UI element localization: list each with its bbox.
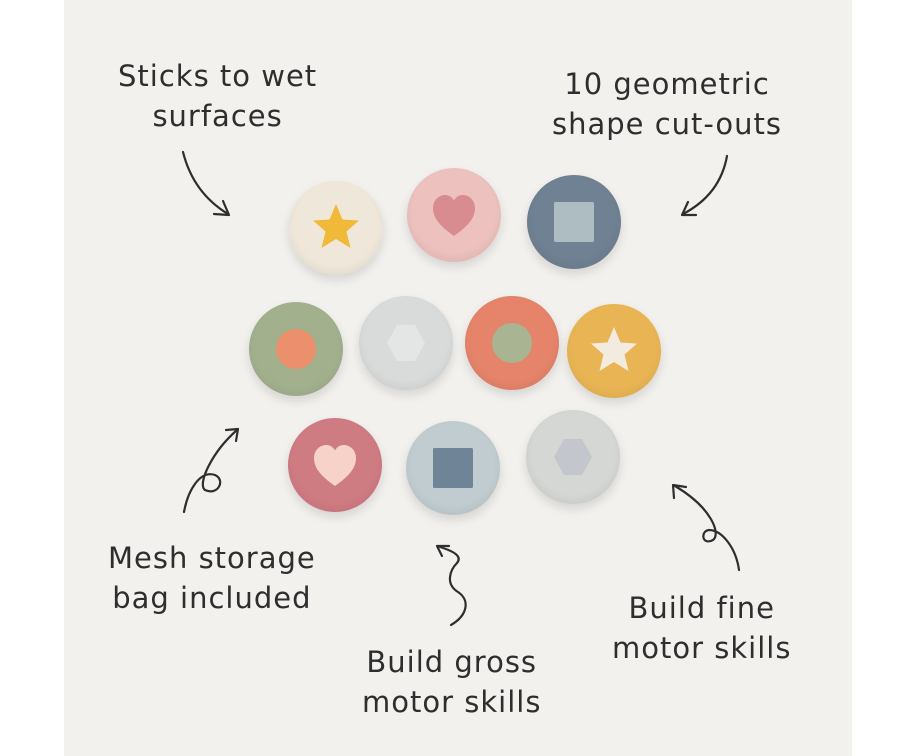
label-fine-motor-skills: Build fine motor skills [612,591,792,665]
label-sticks-to-wet-surfaces: Sticks to wet surfaces [118,59,318,133]
star-icon [313,204,359,248]
heart-icon [314,445,356,486]
circle-icon [492,323,532,363]
label-geometric-cutouts: 10 geometric shape cut-outs [552,67,783,141]
square-icon [433,448,473,488]
star-icon [591,327,637,371]
disc-heart-rose [288,418,382,512]
disc-circle-sage [249,302,343,396]
disc-hexagon-gray [526,410,620,504]
hexagon-icon [554,439,592,475]
product-image-canvas [64,0,852,756]
label-gross-motor-skills: Build gross motor skills [362,645,542,719]
hexagon-icon [387,325,425,361]
heart-icon [433,195,475,236]
disc-hexagon-lightgray [359,296,453,390]
label-mesh-storage-bag: Mesh storage bag included [108,541,316,615]
square-icon [554,202,594,242]
disc-square-slate [527,175,621,269]
circle-icon [276,329,316,369]
disc-star-cream [289,181,383,275]
disc-heart-pink [407,168,501,262]
disc-circle-coral [465,296,559,390]
disc-star-mustard [567,304,661,398]
disc-square-bluegray [406,421,500,515]
